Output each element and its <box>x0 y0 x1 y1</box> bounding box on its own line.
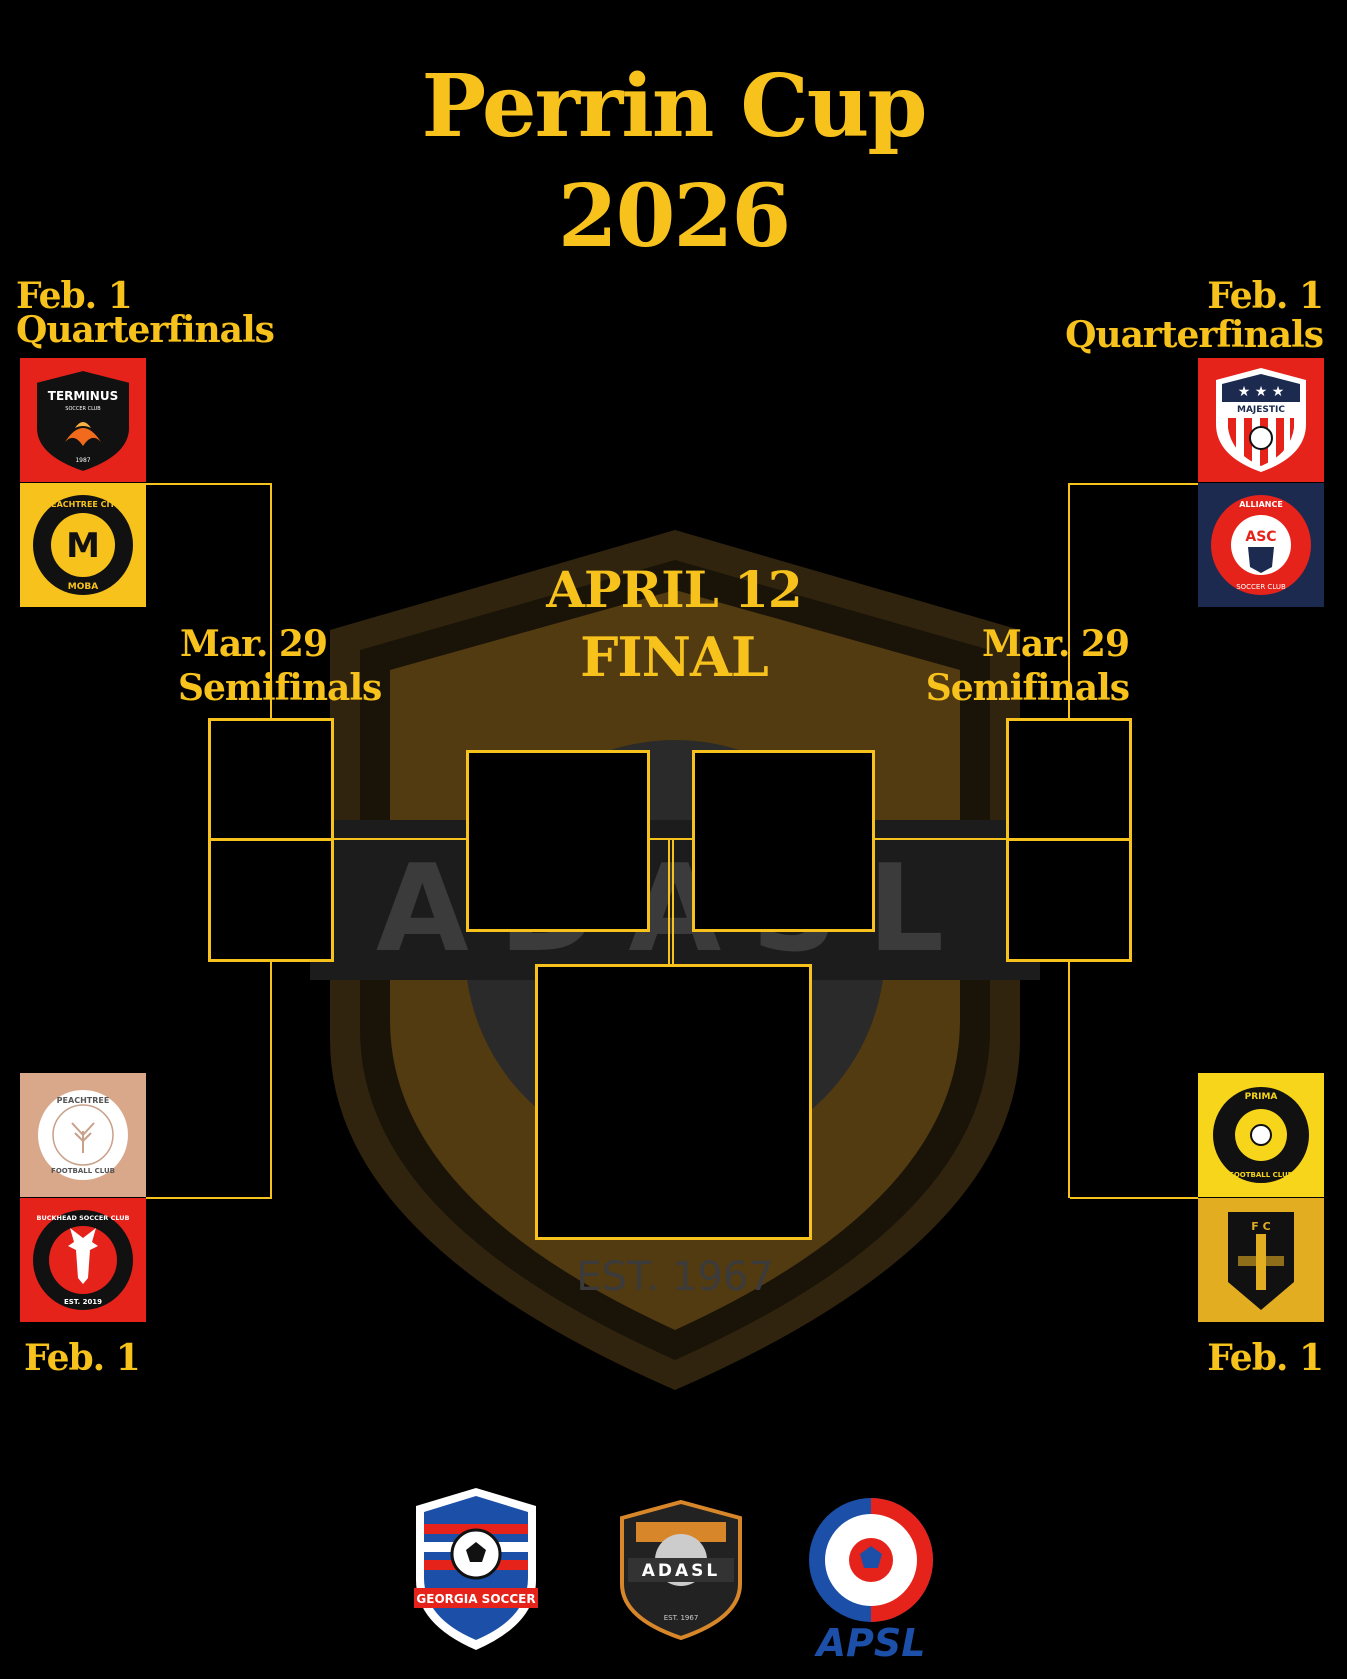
prima-crest-icon: PRIMA FOOTBALL CLUB <box>1213 1087 1309 1183</box>
svg-text:SOCCER CLUB: SOCCER CLUB <box>65 406 101 412</box>
svg-text:MAJESTIC: MAJESTIC <box>1237 405 1285 415</box>
svg-text:SOCCER CLUB: SOCCER CLUB <box>1236 583 1286 591</box>
svg-text:PEACHTREE CITY: PEACHTREE CITY <box>45 500 121 509</box>
team-fc-club: F C <box>1198 1198 1324 1322</box>
sf-left-slot-1 <box>208 718 334 842</box>
qf-bottom-right-date: Feb. 1 <box>1207 1337 1324 1379</box>
terminus-crest-icon: TERMINUS SOCCER CLUB 1987 <box>35 368 131 474</box>
apsl-ball-icon: APSL <box>809 1498 933 1664</box>
buckhead-crest-icon: BUCKHEAD SOCCER CLUB EST. 2019 <box>33 1210 133 1310</box>
qf-bottom-left-date: Feb. 1 <box>24 1337 141 1379</box>
svg-text:GEORGIA SOCCER: GEORGIA SOCCER <box>416 1592 535 1606</box>
qf-top-left-date: Feb. 1 <box>16 275 133 317</box>
georgia-soccer-shield-icon: GEORGIA SOCCER <box>414 1488 538 1650</box>
qf-top-right-date: Feb. 1 <box>1207 275 1324 317</box>
svg-text:EST. 1967: EST. 1967 <box>664 1614 699 1622</box>
sf-left-label: Semifinals <box>178 667 382 709</box>
svg-text:MOBA: MOBA <box>68 582 98 592</box>
team-buckhead-sc: BUCKHEAD SOCCER CLUB EST. 2019 <box>20 1198 146 1322</box>
final-slot-right <box>692 750 875 932</box>
team-prima-fc: PRIMA FOOTBALL CLUB <box>1198 1073 1324 1197</box>
svg-text:EST. 1967: EST. 1967 <box>576 1254 774 1300</box>
svg-text:★ ★ ★: ★ ★ ★ <box>1238 384 1285 400</box>
final-slot-left <box>466 750 650 932</box>
svg-text:ASC: ASC <box>1245 529 1276 545</box>
bracket-line <box>146 1197 272 1199</box>
alliance-crest-icon: ALLIANCE ASC SOCCER CLUB <box>1211 495 1311 595</box>
sf-left-slot-2 <box>208 838 334 962</box>
svg-text:M: M <box>66 526 100 566</box>
team-terminus: TERMINUS SOCCER CLUB 1987 <box>20 358 146 482</box>
team-majestic: ★ ★ ★ MAJESTIC <box>1198 358 1324 482</box>
svg-text:BUCKHEAD SOCCER CLUB: BUCKHEAD SOCCER CLUB <box>37 1214 130 1222</box>
fc-club-crest-icon: F C <box>1228 1212 1294 1310</box>
sf-right-slot-1 <box>1006 718 1132 842</box>
adasl-shield-icon: ADASL EST. 1967 <box>620 1499 742 1641</box>
peachtree-fc-crest-icon: PEACHTREE FOOTBALL CLUB <box>36 1088 130 1182</box>
sf-right-date: Mar. 29 <box>981 623 1130 665</box>
qf-top-left-label: Quarterfinals <box>16 309 275 351</box>
bracket-line <box>332 838 468 840</box>
svg-text:PRIMA: PRIMA <box>1245 1092 1278 1102</box>
qf-top-right-label: Quarterfinals <box>1065 314 1324 356</box>
bracket-line <box>146 483 272 485</box>
majestic-crest-icon: ★ ★ ★ MAJESTIC <box>1216 368 1306 472</box>
georgia-soccer-logo: GEORGIA SOCCER <box>410 1484 542 1654</box>
svg-text:ADASL: ADASL <box>642 1561 721 1581</box>
sf-right-slot-2 <box>1006 838 1132 962</box>
bracket-line <box>872 838 1010 840</box>
final-date: APRIL 12 <box>546 560 802 619</box>
bracket-line <box>270 483 272 719</box>
team-alliance-sc: ALLIANCE ASC SOCCER CLUB <box>1198 483 1324 607</box>
svg-text:1987: 1987 <box>75 457 90 464</box>
apsl-logo: APSL <box>806 1494 936 1664</box>
sf-left-date: Mar. 29 <box>180 623 328 665</box>
svg-text:EST. 2019: EST. 2019 <box>64 1298 102 1306</box>
final-label: FINAL <box>580 625 769 689</box>
page-title-line2: 2026 <box>557 166 791 267</box>
svg-text:F C: F C <box>1251 1220 1270 1233</box>
sf-right-label: Semifinals <box>925 667 1130 709</box>
bracket-line <box>1070 1197 1198 1199</box>
svg-text:APSL: APSL <box>814 1621 926 1664</box>
bracket-line <box>1070 483 1198 485</box>
bracket-line <box>1068 483 1070 719</box>
bracket-line <box>648 838 694 840</box>
adasl-logo: ADASL EST. 1967 <box>616 1498 746 1642</box>
bracket-line <box>270 960 272 1198</box>
svg-text:FOOTBALL CLUB: FOOTBALL CLUB <box>1229 1171 1293 1179</box>
svg-text:FOOTBALL CLUB: FOOTBALL CLUB <box>51 1167 115 1175</box>
bracket-line <box>672 838 674 966</box>
team-peachtree-fc: PEACHTREE FOOTBALL CLUB <box>20 1073 146 1197</box>
page-title-line1: Perrin Cup <box>421 56 928 157</box>
svg-text:TERMINUS: TERMINUS <box>48 389 118 403</box>
champion-slot <box>535 964 812 1240</box>
bracket-line <box>668 838 670 966</box>
peachtree-city-crest-icon: PEACHTREE CITY M MOBA <box>33 495 133 595</box>
svg-text:ALLIANCE: ALLIANCE <box>1239 500 1283 509</box>
team-peachtree-city-moba: PEACHTREE CITY M MOBA <box>20 483 146 607</box>
svg-text:PEACHTREE: PEACHTREE <box>57 1096 110 1105</box>
bracket-line <box>1068 960 1070 1198</box>
